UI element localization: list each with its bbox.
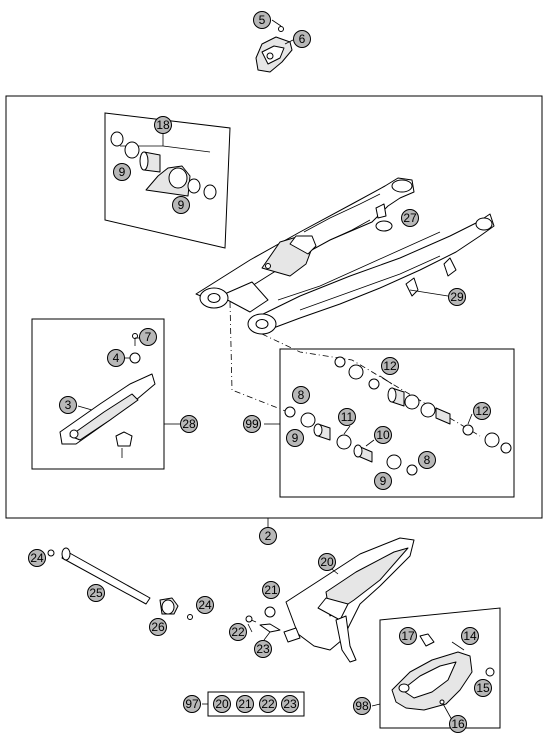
kit-97-group	[202, 691, 305, 717]
callout-29-label: 29	[450, 290, 464, 304]
kit-item-22-label: 22	[261, 697, 275, 711]
callout-16-label: 16	[451, 717, 465, 731]
callout-25: 25	[87, 584, 105, 602]
callout-98-label: 98	[355, 699, 369, 713]
callout-12-right: 12	[473, 402, 491, 420]
callout-28-label: 28	[182, 417, 196, 431]
callout-2-label: 2	[265, 529, 272, 543]
callout-2: 2	[259, 527, 277, 545]
callout-99-label: 99	[245, 417, 259, 431]
callout-25-label: 25	[89, 586, 103, 600]
callout-18-label: 18	[156, 118, 170, 132]
callout-10-label: 10	[376, 428, 390, 442]
callout-9-mid-label: 9	[178, 198, 185, 212]
guide-insert-98-group	[371, 607, 501, 729]
chain-slider-28-group	[31, 318, 180, 470]
callout-22: 22	[229, 623, 247, 641]
bearing-kit-18-group	[104, 112, 231, 249]
callout-8-left-label: 8	[298, 388, 305, 402]
callout-27-label: 27	[403, 211, 417, 225]
callout-97-label: 97	[185, 697, 199, 711]
callout-24-right-label: 24	[198, 598, 212, 612]
callout-4-label: 4	[113, 351, 120, 365]
callout-9-left: 9	[286, 429, 304, 447]
callout-12-top-label: 12	[383, 359, 397, 373]
kit-item-23: 23	[281, 695, 299, 713]
callout-15: 15	[474, 679, 492, 697]
callout-6: 6	[293, 30, 311, 48]
callout-17: 17	[399, 627, 417, 645]
clamp-part-group	[255, 19, 294, 73]
callout-17-label: 17	[401, 629, 415, 643]
callout-23: 23	[254, 640, 272, 658]
callout-26: 26	[149, 618, 167, 636]
callout-99: 99	[243, 415, 261, 433]
callout-9-bottom: 9	[374, 472, 392, 490]
callout-24-right: 24	[196, 596, 214, 614]
callout-29: 29	[448, 288, 466, 306]
callout-20-top: 20	[318, 553, 336, 571]
callout-14: 14	[461, 627, 479, 645]
callout-5: 5	[253, 11, 271, 29]
callout-24-left: 24	[28, 549, 46, 567]
callout-28: 28	[180, 415, 198, 433]
callout-23-label: 23	[256, 642, 270, 656]
callout-3: 3	[59, 396, 77, 414]
axle-group	[47, 547, 193, 620]
callout-97: 97	[183, 695, 201, 713]
swingarm-part	[195, 177, 495, 335]
callout-9-left-label: 9	[292, 431, 299, 445]
kit-item-21: 21	[236, 695, 254, 713]
callout-5-label: 5	[259, 13, 266, 27]
kit-item-23-label: 23	[283, 697, 297, 711]
callout-9-top: 9	[113, 163, 131, 181]
callout-8-right: 8	[418, 451, 436, 469]
kit-item-20: 20	[213, 695, 231, 713]
callout-7: 7	[139, 328, 157, 346]
callout-12-top: 12	[381, 357, 399, 375]
callout-4: 4	[107, 349, 125, 367]
kit-item-20-label: 20	[215, 697, 229, 711]
callout-7-label: 7	[145, 330, 152, 344]
callout-21-label: 21	[264, 583, 278, 597]
callout-16: 16	[449, 715, 467, 733]
callout-18: 18	[154, 116, 172, 134]
kit-item-21-label: 21	[238, 697, 252, 711]
callout-24-left-label: 24	[30, 551, 44, 565]
swingarm-assembly-frame	[5, 95, 543, 519]
callout-22-label: 22	[231, 625, 245, 639]
callout-27: 27	[401, 209, 419, 227]
callout-11: 11	[338, 408, 356, 426]
callout-21: 21	[262, 581, 280, 599]
callout-9-mid: 9	[172, 196, 190, 214]
chain-guide-20-group	[245, 537, 415, 663]
callout-10: 10	[374, 426, 392, 444]
callout-11-label: 11	[341, 410, 354, 424]
callout-98: 98	[353, 697, 371, 715]
callout-3-label: 3	[65, 398, 72, 412]
callout-15-label: 15	[476, 681, 490, 695]
callout-8-left: 8	[292, 386, 310, 404]
kit-item-22: 22	[259, 695, 277, 713]
callout-20-top-label: 20	[320, 555, 334, 569]
callout-12-right-label: 12	[475, 404, 489, 418]
bearing-set-group	[264, 348, 515, 498]
callout-9-top-label: 9	[119, 165, 126, 179]
callout-8-right-label: 8	[424, 453, 431, 467]
callout-9-bottom-label: 9	[380, 474, 387, 488]
callout-26-label: 26	[151, 620, 165, 634]
callout-14-label: 14	[463, 629, 477, 643]
callout-6-label: 6	[299, 32, 306, 46]
